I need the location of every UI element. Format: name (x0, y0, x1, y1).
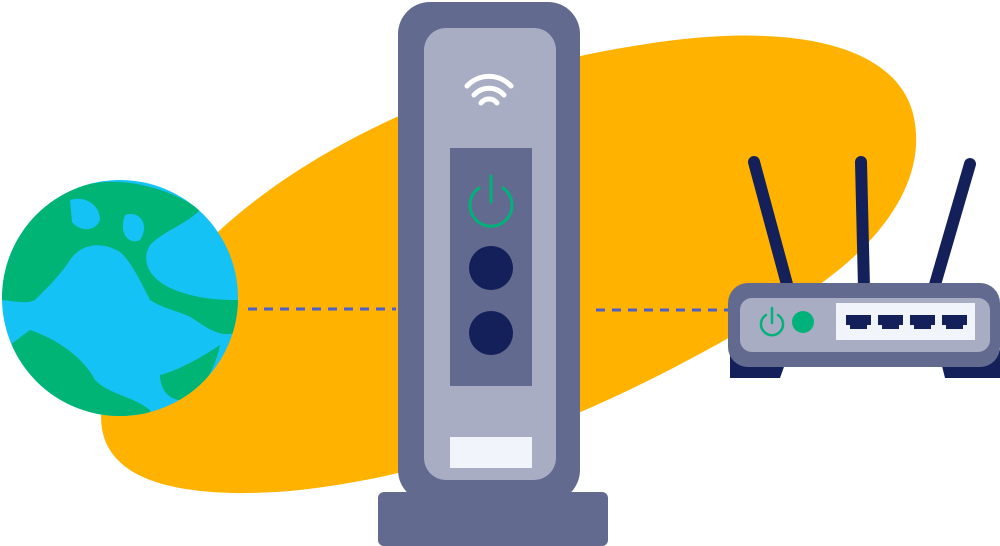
ethernet-port-icon (878, 315, 903, 329)
modem-indicator-light (469, 246, 513, 290)
router-status-light (792, 311, 814, 333)
modem-base (378, 492, 608, 546)
modem-icon (378, 2, 608, 546)
ethernet-ports (846, 315, 967, 329)
power-icon (468, 174, 514, 228)
modem-label (450, 437, 532, 468)
ethernet-port-icon (910, 315, 935, 329)
router-antennas (748, 156, 976, 294)
power-icon (759, 306, 785, 337)
router-icon (728, 156, 1000, 378)
modem-indicator-light (469, 311, 513, 355)
ethernet-port-icon (846, 315, 871, 329)
wifi-icon (464, 73, 514, 106)
ethernet-port-icon (942, 315, 967, 329)
